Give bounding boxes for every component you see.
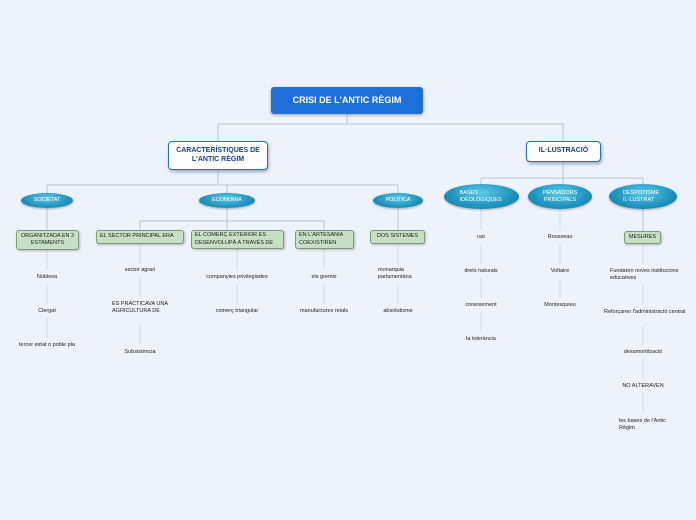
leaf-clergat[interactable]: Clergat xyxy=(38,308,56,314)
comerc-exterior-label: EL COMERÇ EXTERIOR ES DESENVOLUPÀ A TRAV… xyxy=(195,232,274,246)
leaf-coneixement[interactable]: coneixement xyxy=(465,302,497,308)
politica-label: POLÍTICA xyxy=(385,197,411,204)
leaf-rao[interactable]: raó xyxy=(477,234,485,240)
dos-sistemes-label: DOS SISTEMES xyxy=(376,233,419,240)
leaf-no-alteraven[interactable]: NO ALTERAVEN xyxy=(622,383,664,389)
comerc-exterior-box[interactable]: EL COMERÇ EXTERIOR ES DESENVOLUPÀ A TRAV… xyxy=(191,230,284,249)
leaf-tolerancia[interactable]: la tolerància xyxy=(466,336,496,342)
economia-label: ECONOMIA xyxy=(212,197,242,204)
despotisme-label: DESPOTISME IL·LUSTRAT xyxy=(623,189,660,203)
estaments-box[interactable]: ORGANITZADA EN 3 ESTAMENTS xyxy=(16,230,79,250)
economia-node[interactable]: ECONOMIA xyxy=(199,193,255,208)
leaf-drets-naturals[interactable]: drets naturals xyxy=(464,268,498,274)
leaf-agricultura[interactable]: ES PRACTICAVA UNA AGRICULTURA DE xyxy=(112,301,168,315)
despotisme-node[interactable]: DESPOTISME IL·LUSTRAT xyxy=(609,184,677,209)
mesures-box[interactable]: MESURES xyxy=(624,231,661,244)
leaf-noblesa[interactable]: Noblesa xyxy=(36,274,58,280)
leaf-rousseau[interactable]: Rousseau xyxy=(547,234,573,240)
artesania-box[interactable]: EN L'ARTESANIA COEXISTIREN xyxy=(295,230,354,249)
leaf-voltaire[interactable]: Voltaire xyxy=(550,268,570,274)
caracteristiques-node[interactable]: CARACTERÍSTIQUES DE L'ANTIC RÈGIM xyxy=(168,141,268,170)
societat-node[interactable]: SOCIETAT xyxy=(21,193,73,208)
bases-ideologiques-node[interactable]: BASES IDEOLÒGIQUES xyxy=(444,184,519,209)
societat-label: SOCIETAT xyxy=(33,197,61,204)
illustracio-label: IL·LUSTRACIÓ xyxy=(538,147,589,155)
politica-node[interactable]: POLÍTICA xyxy=(373,193,423,208)
sector-principal-label: EL SECTOR PRINCIPAL ERA xyxy=(100,233,174,240)
leaf-manufactures[interactable]: manufactures reials xyxy=(300,308,348,314)
pensadors-node[interactable]: PENSADORS PRINCIPALS xyxy=(528,184,592,209)
mesures-label: MESURES xyxy=(628,233,657,240)
leaf-fundaren[interactable]: Fundaren noves institucions educatives xyxy=(610,268,679,282)
sector-principal-box[interactable]: EL SECTOR PRINCIPAL ERA xyxy=(96,230,184,244)
root-node[interactable]: CRISI DE L'ANTIC RÈGIM xyxy=(271,87,423,114)
leaf-monarquia[interactable]: monarquia parlamentària xyxy=(378,267,412,281)
leaf-desamortitzacio[interactable]: desamortització xyxy=(623,349,663,355)
leaf-subsistencia[interactable]: Subsistència xyxy=(124,349,156,355)
leaf-sector-agrari[interactable]: sector agrari xyxy=(124,267,156,273)
leaf-reforcaren[interactable]: Reforçaren l'administració central xyxy=(604,309,686,315)
leaf-montesquieu[interactable]: Montesquieu xyxy=(544,302,576,308)
leaf-comerc-triangular[interactable]: comerç triangular xyxy=(215,308,259,314)
leaf-bases-antic-regim[interactable]: les bases de l'Antic Règim xyxy=(619,418,666,432)
bases-ideologiques-label: BASES IDEOLÒGIQUES xyxy=(459,189,502,203)
pensadors-label: PENSADORS PRINCIPALS xyxy=(542,189,578,203)
leaf-companyies[interactable]: companyies privilegiades xyxy=(206,274,268,280)
caracteristiques-label: CARACTERÍSTIQUES DE L'ANTIC RÈGIM xyxy=(176,146,260,163)
leaf-tercer-estat[interactable]: tercer estat o poble pla xyxy=(19,342,75,348)
artesania-label: EN L'ARTESANIA COEXISTIREN xyxy=(299,232,344,246)
dos-sistemes-box[interactable]: DOS SISTEMES xyxy=(370,230,425,244)
estaments-label: ORGANITZADA EN 3 ESTAMENTS xyxy=(20,232,75,246)
leaf-absolutisme[interactable]: absolutisme xyxy=(383,308,413,314)
illustracio-node[interactable]: IL·LUSTRACIÓ xyxy=(526,141,601,162)
leaf-gremis[interactable]: els gremis xyxy=(311,274,337,280)
